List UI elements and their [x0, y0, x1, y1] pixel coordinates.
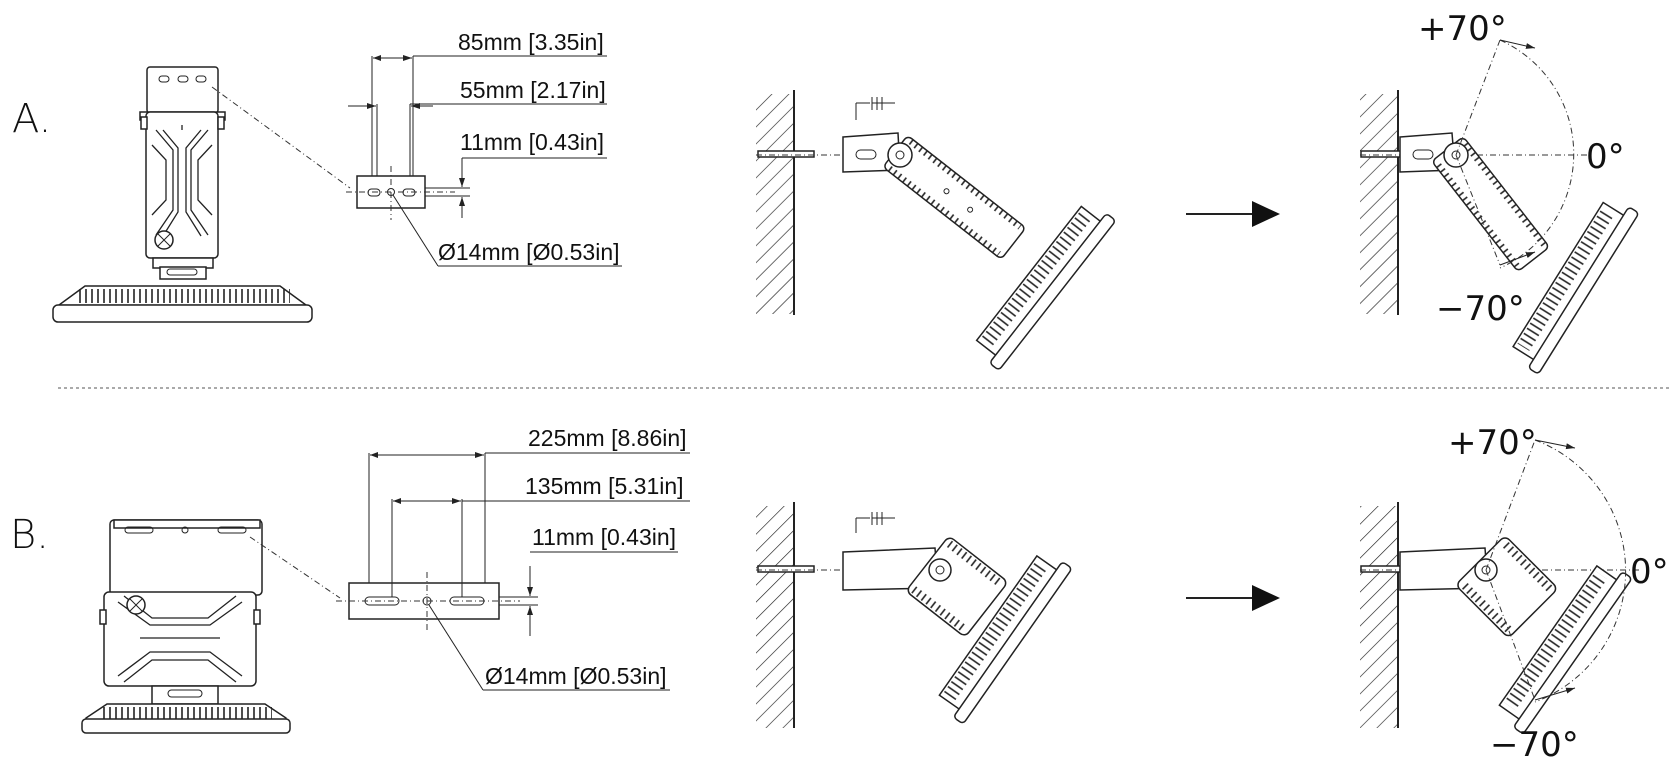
side-mount-view-a — [756, 90, 1115, 370]
leader-line-b — [249, 536, 341, 599]
dim-b-slot-width: 11mm [0.43in] — [532, 524, 676, 550]
dim-b-overall: 225mm [8.86in] — [528, 425, 687, 451]
dim-a-slot-width: 11mm [0.43in] — [460, 129, 604, 155]
section-a: A. — [12, 9, 1639, 374]
section-b: B. — [10, 423, 1669, 762]
dim-b-hole: Ø14mm [Ø0.53in] — [485, 663, 667, 689]
dim-b-slot-spacing: 135mm [5.31in] — [525, 473, 684, 499]
section-b-label: B. — [10, 512, 49, 558]
side-mount-view-b — [756, 502, 1072, 728]
rotation-view-b: +70° 0° −70° — [1360, 423, 1669, 762]
angle-a-up: +70° — [1418, 9, 1507, 49]
angle-b-down: −70° — [1490, 725, 1579, 762]
angle-a-down: −70° — [1436, 289, 1525, 329]
angle-a-zero: 0° — [1586, 137, 1625, 177]
angle-b-zero: 0° — [1630, 552, 1669, 592]
fixture-b-front-view — [81, 519, 291, 734]
dim-a-slot-spacing: 55mm [2.17in] — [460, 77, 606, 103]
bracket-detail-a: 85mm [3.35in] 55mm [2.17in] 11mm [0.43in… — [346, 29, 622, 267]
fixture-a-front-view — [52, 66, 313, 323]
bracket-detail-b: 225mm [8.86in] 135mm [5.31in] 11mm [0.43… — [336, 425, 690, 691]
dim-a-overall: 85mm [3.35in] — [458, 29, 604, 55]
rotation-view-a: +70° 0° −70° — [1360, 9, 1639, 374]
angle-b-up: +70° — [1448, 423, 1537, 463]
dim-a-hole: Ø14mm [Ø0.53in] — [438, 239, 620, 265]
section-a-label: A. — [12, 96, 51, 142]
leader-line — [211, 86, 351, 189]
